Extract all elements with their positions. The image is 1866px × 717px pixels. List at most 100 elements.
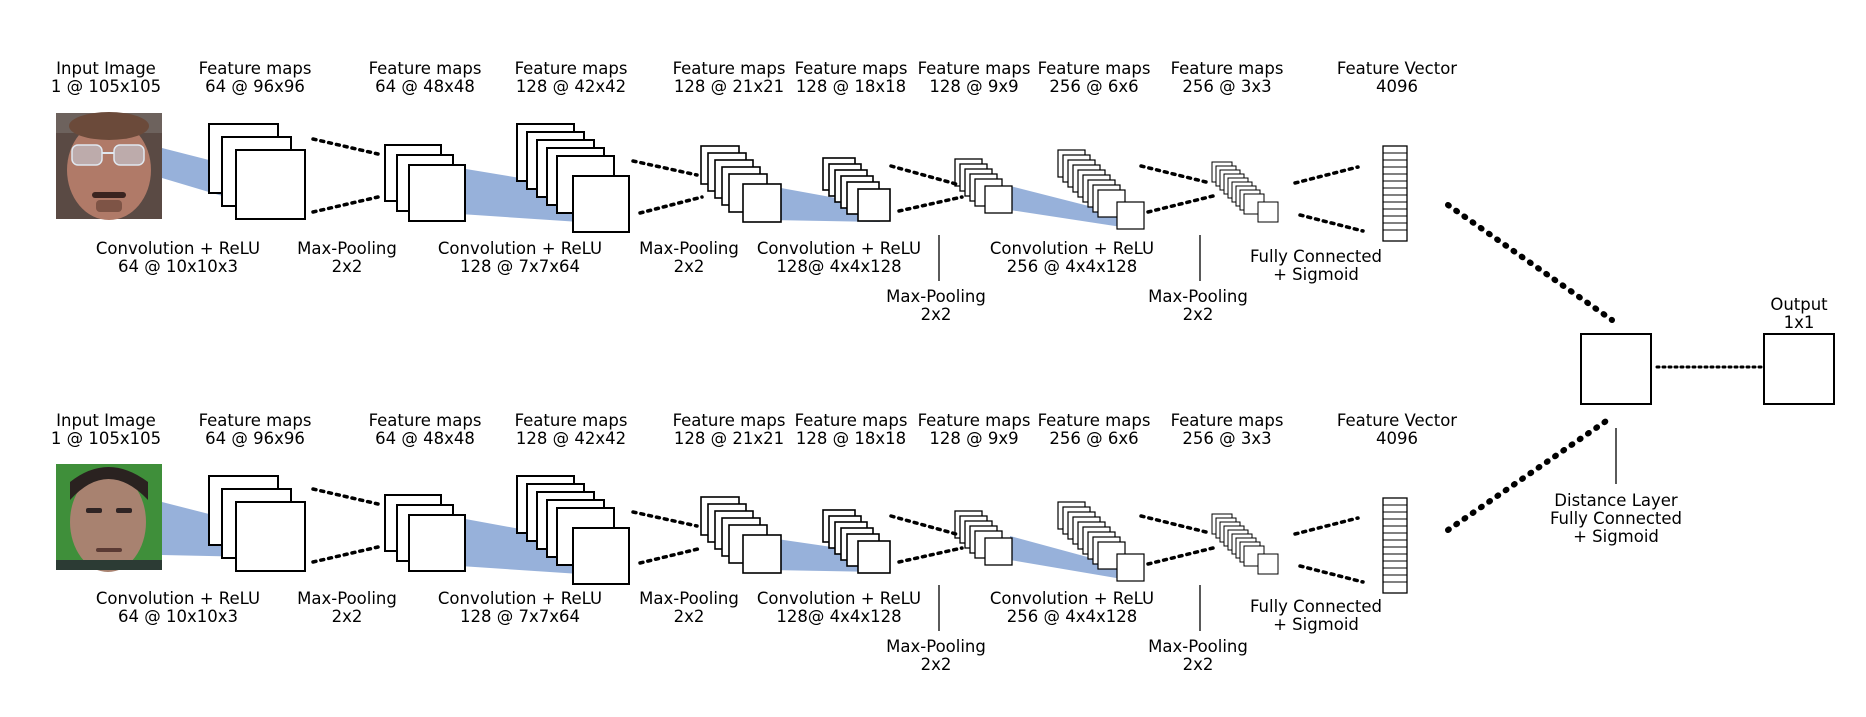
op-label: 2x2	[1183, 305, 1214, 324]
op-label: Convolution + ReLU	[96, 239, 260, 258]
op-label: 2x2	[674, 607, 705, 626]
feature-map-stack	[384, 144, 466, 222]
feature-map-stack	[1057, 149, 1145, 230]
face-photo-top	[56, 112, 162, 220]
header-title: Feature maps	[795, 59, 908, 78]
feature-map-stack	[516, 123, 630, 233]
op-label: Max-Pooling	[297, 589, 397, 608]
op-label: Max-Pooling	[639, 239, 739, 258]
op-label: 2x2	[332, 257, 363, 276]
header-sub: 1 @ 105x105	[51, 77, 161, 96]
op-label: Convolution + ReLU	[757, 589, 921, 608]
op-label: 2x2	[332, 607, 363, 626]
op-label: Convolution + ReLU	[438, 589, 602, 608]
feature-map-stack	[208, 123, 306, 220]
header-sub: 1 @ 105x105	[51, 429, 161, 448]
feature-map-stack	[1057, 501, 1145, 582]
output-node	[1763, 333, 1835, 405]
header-sub: 128 @ 18x18	[796, 429, 906, 448]
header-sub: 256 @ 6x6	[1049, 429, 1138, 448]
branch-bottom: Input Image 1 @ 105x105 Feature maps 64 …	[51, 411, 1457, 674]
face-photo-bottom	[56, 464, 162, 572]
feature-map-stack	[1211, 161, 1279, 223]
header-title: Feature maps	[1038, 59, 1151, 78]
feature-map-stack	[1211, 513, 1279, 575]
op-label: Fully Connected	[1250, 597, 1382, 616]
pooling-tick-lines-bottom	[938, 585, 1201, 631]
header-title: Feature maps	[1171, 59, 1284, 78]
distance-layer-label: + Sigmoid	[1573, 527, 1659, 546]
header-title: Feature Vector	[1337, 411, 1457, 430]
header-sub: 128 @ 21x21	[674, 429, 784, 448]
op-label: 256 @ 4x4x128	[1007, 257, 1138, 276]
op-label: 2x2	[921, 305, 952, 324]
header-title: Feature maps	[673, 59, 786, 78]
pooling-tick-lines-top	[938, 235, 1201, 281]
op-label: 128 @ 7x7x64	[460, 257, 580, 276]
header-title: Feature maps	[1038, 411, 1151, 430]
feature-map-stack	[954, 510, 1013, 566]
op-label: Max-Pooling	[639, 589, 739, 608]
feature-vector-top	[1382, 145, 1408, 242]
feature-vector-bottom	[1382, 497, 1408, 594]
header-title: Feature maps	[918, 411, 1031, 430]
op-label: 128@ 4x4x128	[776, 607, 901, 626]
op-labels-top: Convolution + ReLU 64 @ 10x10x3 Max-Pool…	[96, 239, 1382, 324]
header-title: Input Image	[56, 59, 156, 78]
merge-dotted-lines	[1445, 202, 1615, 533]
op-label: + Sigmoid	[1273, 615, 1359, 634]
op-label: Convolution + ReLU	[757, 239, 921, 258]
op-label: Max-Pooling	[297, 239, 397, 258]
feature-map-stack	[822, 509, 891, 574]
merge-section: Distance Layer Fully Connected + Sigmoid…	[1445, 202, 1835, 546]
branch-top: Input Image 1 @ 105x105 Feature maps 64 …	[51, 59, 1457, 324]
op-label: 256 @ 4x4x128	[1007, 607, 1138, 626]
op-label: Max-Pooling	[886, 287, 986, 306]
feature-map-stack	[700, 145, 782, 223]
op-labels-bottom: Convolution + ReLU 64 @ 10x10x3 Max-Pool…	[96, 589, 1382, 674]
output-title: Output	[1770, 295, 1828, 314]
op-label: Convolution + ReLU	[96, 589, 260, 608]
header-sub: 64 @ 48x48	[375, 429, 475, 448]
header-sub: 128 @ 9x9	[929, 429, 1018, 448]
op-label: Max-Pooling	[886, 637, 986, 656]
feature-map-stack	[516, 475, 630, 585]
header-title: Feature Vector	[1337, 59, 1457, 78]
header-sub: 64 @ 96x96	[205, 77, 305, 96]
header-title: Input Image	[56, 411, 156, 430]
feature-map-stack	[208, 475, 306, 572]
header-sub: 256 @ 6x6	[1049, 77, 1138, 96]
distance-layer-label: Distance Layer	[1554, 491, 1678, 510]
header-sub: 128 @ 18x18	[796, 77, 906, 96]
header-sub: 4096	[1376, 77, 1418, 96]
header-sub: 128 @ 21x21	[674, 77, 784, 96]
op-label: 2x2	[674, 257, 705, 276]
feature-map-stack	[954, 158, 1013, 214]
header-sub: 128 @ 9x9	[929, 77, 1018, 96]
op-label: 128 @ 7x7x64	[460, 607, 580, 626]
op-label: 64 @ 10x10x3	[118, 257, 238, 276]
feature-map-stack	[700, 496, 782, 574]
header-sub: 4096	[1376, 429, 1418, 448]
header-sub: 128 @ 42x42	[516, 77, 626, 96]
op-label: Max-Pooling	[1148, 637, 1248, 656]
header-title: Feature maps	[918, 59, 1031, 78]
op-label: Convolution + ReLU	[990, 239, 1154, 258]
op-label: 128@ 4x4x128	[776, 257, 901, 276]
header-title: Feature maps	[515, 411, 628, 430]
op-label: Convolution + ReLU	[990, 589, 1154, 608]
header-title: Feature maps	[1171, 411, 1284, 430]
op-label: Convolution + ReLU	[438, 239, 602, 258]
header-title: Feature maps	[369, 411, 482, 430]
op-label: 2x2	[1183, 655, 1214, 674]
header-sub: 64 @ 48x48	[375, 77, 475, 96]
op-label: + Sigmoid	[1273, 265, 1359, 284]
op-label: 64 @ 10x10x3	[118, 607, 238, 626]
op-label: Fully Connected	[1250, 247, 1382, 266]
feature-map-stack	[822, 157, 891, 222]
header-title: Feature maps	[673, 411, 786, 430]
header-labels-bottom: Input Image 1 @ 105x105 Feature maps 64 …	[51, 411, 1457, 448]
op-label: Max-Pooling	[1148, 287, 1248, 306]
header-title: Feature maps	[199, 411, 312, 430]
